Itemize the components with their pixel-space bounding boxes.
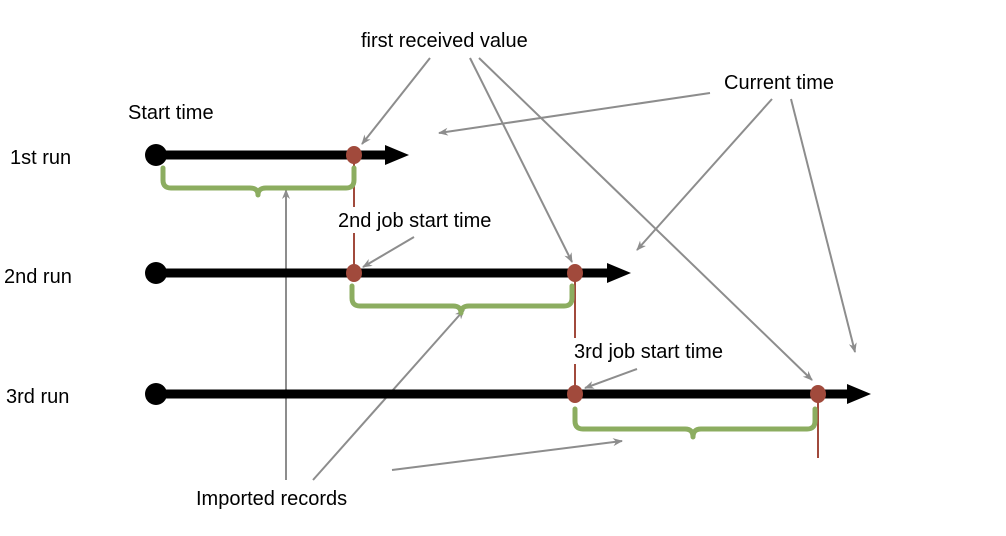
arrow-current-time-to-run3-head bbox=[790, 98, 857, 353]
arrow-imported-records-to-brace3 bbox=[391, 438, 623, 471]
annotation-current-time: Current time bbox=[724, 72, 834, 94]
timeline-1st-run bbox=[145, 144, 409, 166]
annotation-imported-records: Imported records bbox=[196, 488, 347, 510]
arrow-first-received-value-to-run3 bbox=[478, 57, 813, 381]
annotation-start-time: Start time bbox=[128, 102, 214, 124]
row-label-2nd-run: 2nd run bbox=[4, 266, 72, 288]
annotation-2nd-job-start-time: 2nd job start time bbox=[338, 210, 491, 232]
brace-imported-records-1 bbox=[160, 165, 357, 198]
timeline-2nd-run bbox=[145, 262, 631, 284]
marker-dot-3rd-run-start bbox=[567, 385, 583, 403]
marker-dot-2nd-run-received bbox=[567, 264, 583, 282]
arrow-2nd-job-start-time-to-marker bbox=[362, 236, 415, 268]
leader-arrow-group bbox=[282, 57, 857, 481]
arrow-3rd-job-start-time-to-marker bbox=[584, 368, 638, 389]
label-backdrop-2nd-job bbox=[336, 207, 528, 233]
timeline-group bbox=[145, 144, 871, 405]
row-label-3rd-run: 3rd run bbox=[6, 386, 69, 408]
brace-imported-records-3 bbox=[572, 406, 818, 440]
annotation-3rd-job-start-time: 3rd job start time bbox=[574, 341, 723, 363]
marker-dot-2nd-run-start bbox=[346, 264, 362, 282]
label-group: 1st run 2nd run 3rd run Start time first… bbox=[4, 30, 834, 510]
start-dot-2nd-run bbox=[145, 262, 167, 284]
start-dot-1st-run bbox=[145, 144, 167, 166]
arrow-current-time-to-run2-head bbox=[636, 98, 773, 251]
arrow-first-received-value-to-run1 bbox=[361, 57, 431, 145]
label-backdrop-3rd-job bbox=[572, 338, 762, 364]
marker-dot-1st-run-received bbox=[346, 146, 362, 164]
annotation-first-received-value: first received value bbox=[361, 30, 528, 52]
arrow-first-received-value-to-run2 bbox=[469, 57, 573, 263]
brace-group bbox=[160, 165, 818, 440]
brace-imported-records-2 bbox=[349, 283, 575, 316]
start-dot-3rd-run bbox=[145, 383, 167, 405]
marker-dot-3rd-run-current bbox=[810, 385, 826, 403]
arrow-current-time-to-run1-head bbox=[438, 92, 711, 136]
timeline-3rd-run bbox=[145, 383, 871, 405]
row-label-1st-run: 1st run bbox=[10, 147, 71, 169]
